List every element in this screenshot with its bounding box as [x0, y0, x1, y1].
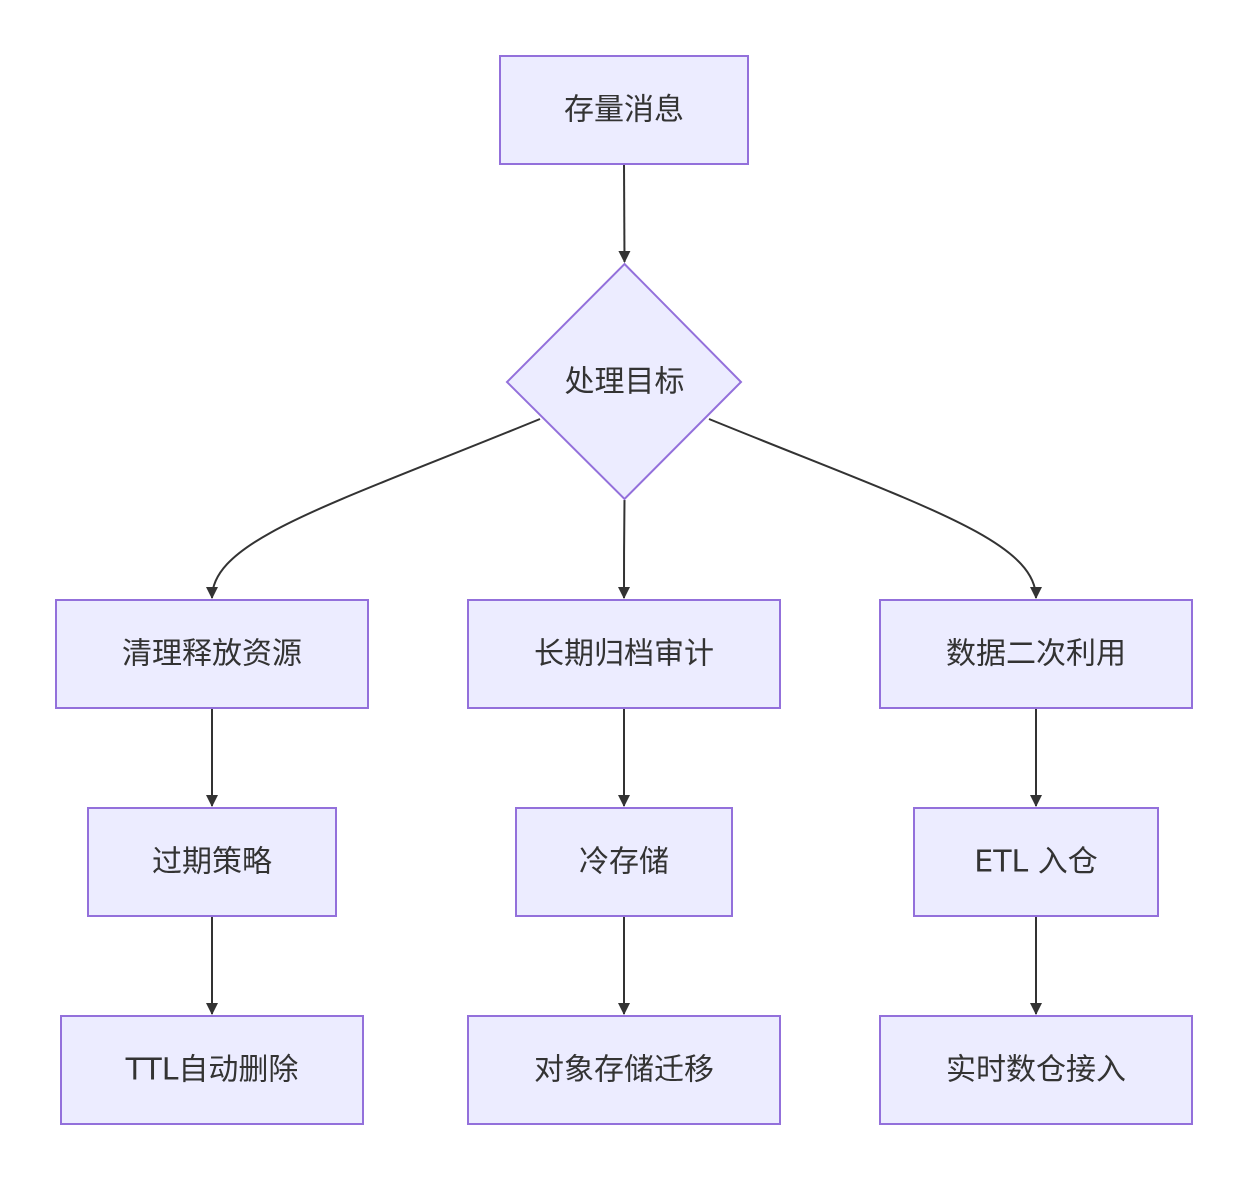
- edge-root-to-decision: [618, 163, 631, 263]
- node-decision: 处理目标: [505, 262, 743, 501]
- node-branch-reuse: 数据二次利用: [879, 599, 1193, 709]
- node-cleanup-policy: 过期策略: [87, 807, 337, 917]
- node-root-label: 存量消息: [564, 93, 684, 128]
- edge-decision-to-cleanup: [206, 418, 541, 599]
- node-branch-archive: 长期归档审计: [467, 599, 781, 709]
- node-archive-object: 对象存储迁移: [467, 1015, 781, 1125]
- node-branch-archive-label: 长期归档审计: [534, 637, 714, 672]
- node-branch-cleanup-label: 清理释放资源: [122, 637, 302, 672]
- node-reuse-realtime: 实时数仓接入: [879, 1015, 1193, 1125]
- node-cleanup-ttl: TTL自动删除: [60, 1015, 364, 1125]
- node-branch-reuse-label: 数据二次利用: [946, 637, 1126, 672]
- node-root: 存量消息: [499, 55, 749, 165]
- node-reuse-realtime-label: 实时数仓接入: [946, 1053, 1126, 1088]
- node-cleanup-policy-label: 过期策略: [152, 845, 272, 880]
- edges: [206, 163, 1042, 1015]
- node-decision-label: 处理目标: [565, 365, 685, 400]
- node-reuse-etl-label: ETL 入仓: [974, 845, 1098, 880]
- node-archive-cold-label: 冷存储: [579, 845, 669, 880]
- edge-decision-to-reuse: [708, 418, 1042, 599]
- node-cleanup-ttl-label: TTL自动删除: [125, 1053, 299, 1088]
- node-archive-cold: 冷存储: [515, 807, 733, 917]
- edge-decision-to-archive: [618, 499, 631, 599]
- node-reuse-etl: ETL 入仓: [913, 807, 1159, 917]
- node-archive-object-label: 对象存储迁移: [534, 1053, 714, 1088]
- node-branch-cleanup: 清理释放资源: [55, 599, 369, 709]
